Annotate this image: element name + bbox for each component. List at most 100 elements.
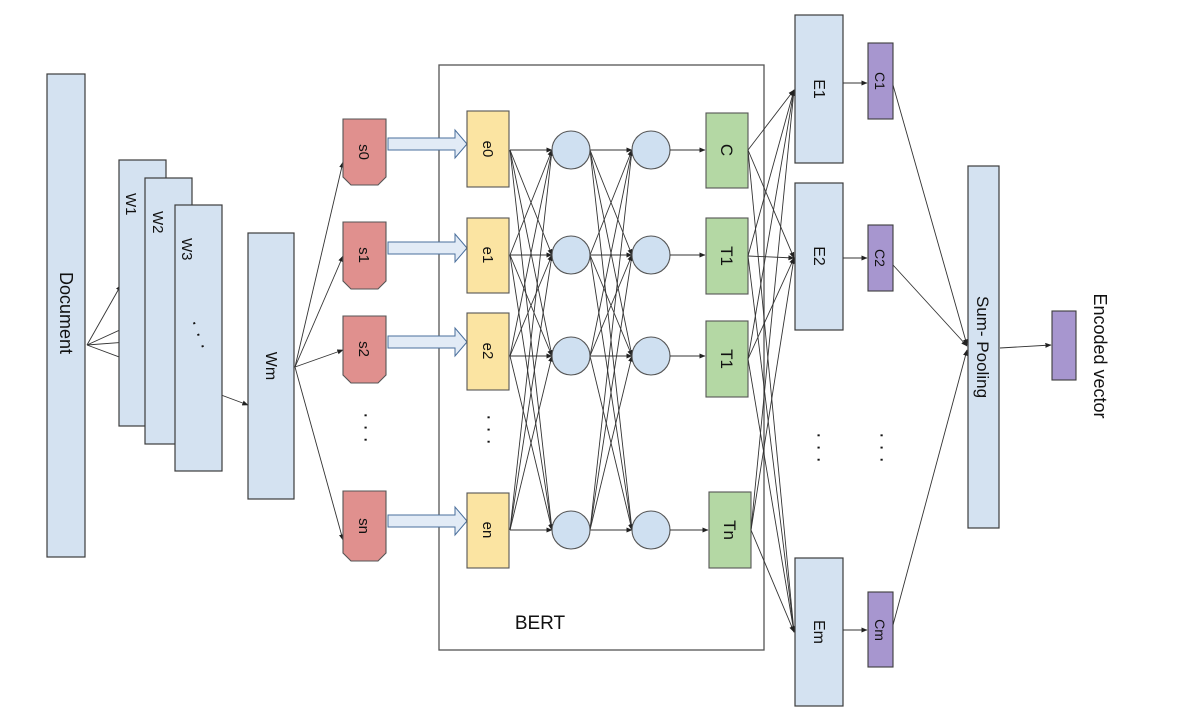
connection-edge [747, 89, 795, 257]
embedding-e0-label: e0 [479, 141, 496, 158]
hidden-to-output-edges [670, 147, 709, 533]
cls-c1: C1 [867, 42, 894, 120]
connection-edge [589, 355, 634, 531]
hidden-layer-1 [551, 130, 591, 550]
sentence-s2: s2 [342, 315, 387, 384]
output-t1-label: T1 [717, 246, 736, 266]
connection-edge [509, 254, 553, 357]
window-wm-label: Wm [262, 352, 279, 380]
window-embedding-e2-label: E2 [810, 246, 827, 266]
connection-edge [747, 255, 796, 633]
bert-container [438, 64, 765, 651]
document-box: Document [46, 73, 86, 558]
embedding-to-cls-edges [843, 80, 868, 633]
window-w3 [174, 204, 223, 472]
cls-cm-label: Cm [872, 619, 888, 641]
embedding-e1: e1 [466, 217, 510, 294]
window-w1-label: W1 [122, 193, 139, 216]
embedding-ellipsis: · · · [478, 414, 500, 445]
connection-edge [589, 254, 633, 357]
sentence-column: s0 s1 s2 sn [342, 118, 387, 562]
connection-edge [750, 257, 796, 531]
connection-edge [509, 149, 554, 531]
connection-edge [747, 257, 795, 360]
connection-edge [589, 149, 633, 256]
window-embedding-em-label: Em [810, 620, 827, 644]
embedding-e1-label: e1 [479, 247, 496, 264]
embedding-en-label: en [479, 522, 496, 539]
window-w3-label: W3 [178, 238, 195, 261]
cls-c2-label: C2 [872, 249, 888, 267]
pooling-to-encoded-edge [999, 342, 1052, 349]
sum-pooling-label: Sum- Pooling [973, 296, 992, 398]
encoded-vector-label: Encoded vector [1090, 293, 1110, 418]
hidden-node [551, 336, 591, 376]
embedding-e2-label: e2 [479, 343, 496, 360]
embedding-column: e0 e1 e2 en [466, 110, 510, 569]
encoded-vector-box [1051, 310, 1077, 381]
connection-edge [589, 149, 634, 531]
cls-column: C1 C2 Cm [867, 42, 894, 668]
connection-edge [747, 89, 796, 360]
document-label: Document [56, 272, 76, 354]
embedding-e2: e2 [466, 312, 510, 391]
embedding-en: en [466, 492, 510, 569]
hidden-node [631, 510, 671, 550]
output-t1: T1 [705, 217, 749, 295]
sentence-sn: sn [342, 490, 387, 562]
output-column: C T1 T1 Tn [705, 112, 752, 569]
connection-edge [589, 149, 634, 357]
window-embedding-column: E1 E2 Em [794, 14, 844, 707]
connection-edge [509, 149, 553, 256]
output-c: C [705, 112, 749, 189]
sentence-to-embedding-arrows [387, 128, 468, 537]
connection-edge [509, 355, 554, 531]
hidden-node [631, 235, 671, 275]
connection-edge [747, 149, 796, 633]
connection-edge [509, 254, 554, 531]
cls-cm: Cm [867, 591, 894, 668]
output-tn-label: Tn [720, 520, 739, 540]
connection-edge [750, 89, 796, 531]
output-t1-second: T1 [705, 320, 749, 398]
sentence-s2-label: s2 [355, 341, 372, 357]
window-embedding-em: Em [794, 557, 844, 707]
output-t1-second-label: T1 [717, 349, 736, 369]
connection-edge [747, 358, 796, 633]
sum-pooling-box: Sum- Pooling [967, 165, 1000, 529]
sentence-ellipsis: · · · [355, 412, 377, 443]
sentence-s1: s1 [342, 221, 387, 290]
sentence-s0-label: s0 [355, 144, 372, 160]
sentence-sn-label: sn [355, 518, 372, 534]
cls-ellipsis: · · · [871, 432, 893, 463]
window-stack: W1 W2 W3 [118, 159, 223, 472]
connection-edge [747, 89, 795, 151]
hidden-node [631, 336, 671, 376]
wm-to-sentence-edges [294, 161, 345, 541]
fully-connected-edges [509, 147, 634, 533]
window-wm: Wm [247, 232, 295, 500]
hidden-node [551, 510, 591, 550]
connection-edge [509, 149, 554, 357]
output-to-window-embedding-edges [747, 89, 796, 633]
sentence-s1-label: s1 [355, 247, 372, 263]
hidden-node [551, 130, 591, 170]
embedding-e0: e0 [466, 110, 510, 188]
window-embedding-e1: E1 [794, 14, 844, 164]
connection-edge [747, 255, 795, 261]
window-w2-label: W2 [149, 211, 166, 234]
connection-edge [750, 529, 795, 633]
window-embedding-e2: E2 [794, 182, 844, 331]
hidden-layer-2 [631, 130, 671, 550]
connection-edge [589, 254, 634, 531]
cls-c2: C2 [867, 224, 894, 292]
output-tn: Tn [708, 491, 752, 569]
cls-to-pooling-edges [892, 84, 968, 626]
window-embedding-e1-label: E1 [810, 79, 827, 99]
cls-c1-label: C1 [872, 72, 888, 90]
hidden-node [551, 235, 591, 275]
hidden-node [631, 130, 671, 170]
window-embedding-ellipsis: · · · [808, 432, 830, 463]
